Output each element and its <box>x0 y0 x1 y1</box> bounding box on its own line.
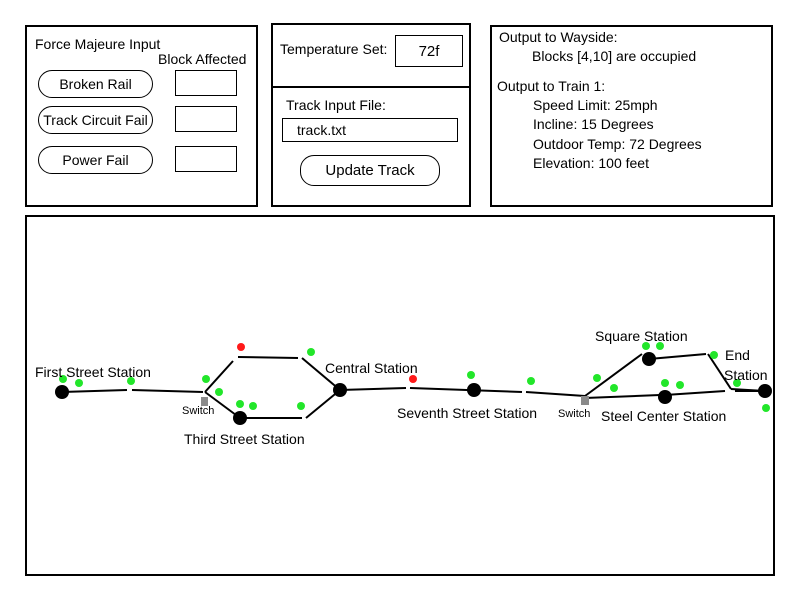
broken-rail-block-input[interactable] <box>175 70 237 96</box>
train-outdoor-temp: Outdoor Temp: 72 Degrees <box>533 136 702 152</box>
track-segment <box>409 387 523 393</box>
switch-label: Switch <box>182 405 214 417</box>
update-track-button[interactable]: Update Track <box>300 155 440 186</box>
signal-green <box>75 379 83 387</box>
track-segment <box>131 389 204 393</box>
track-circuit-fail-button[interactable]: Track Circuit Fail <box>38 106 153 134</box>
station-end[interactable] <box>758 384 772 398</box>
track-segment <box>584 394 661 399</box>
station-label-end-2: Station <box>724 367 768 383</box>
track-segment <box>664 390 726 396</box>
track-segment <box>305 389 341 419</box>
train-elevation: Elevation: 100 feet <box>533 155 649 171</box>
temperature-label: Temperature Set: <box>280 41 388 57</box>
signals <box>59 342 770 412</box>
block-affected-label: Block Affected <box>158 51 247 67</box>
signal-red <box>409 375 417 383</box>
station-label-central: Central Station <box>325 360 418 376</box>
station-central[interactable] <box>333 383 347 397</box>
switch-marker[interactable] <box>201 397 208 406</box>
signal-green <box>249 402 257 410</box>
track-segment <box>204 391 241 419</box>
power-fail-button[interactable]: Power Fail <box>38 146 153 174</box>
signal-green <box>593 374 601 382</box>
track-circuit-fail-block-input[interactable] <box>175 106 237 132</box>
signal-green <box>661 379 669 387</box>
track-segment <box>61 389 128 393</box>
station-seventh-street[interactable] <box>467 383 481 397</box>
track-file-label: Track Input File: <box>286 97 386 113</box>
track-segment <box>584 353 643 397</box>
train-output-title: Output to Train 1: <box>497 78 606 94</box>
signal-green <box>676 381 684 389</box>
settings-divider <box>273 86 469 88</box>
settings-panel: Temperature Set: Track Input File: Updat… <box>271 23 471 207</box>
signal-green <box>710 351 718 359</box>
output-panel: Output to Wayside: Blocks [4,10] are occ… <box>490 25 773 207</box>
track-segment <box>707 353 732 390</box>
track-segment <box>237 356 299 359</box>
switch-label: Switch <box>558 408 590 420</box>
track-segment <box>339 387 407 391</box>
station-square[interactable] <box>642 352 656 366</box>
signal-green <box>59 375 67 383</box>
track-file-input[interactable] <box>282 118 458 142</box>
signal-green <box>202 375 210 383</box>
signal-green <box>236 400 244 408</box>
train-speed-limit: Speed Limit: 25mph <box>533 97 658 113</box>
station-steel-center[interactable] <box>658 390 672 404</box>
track-lines <box>61 353 766 419</box>
stations <box>55 352 772 425</box>
temperature-input[interactable] <box>395 35 463 67</box>
signal-green <box>527 377 535 385</box>
signal-green <box>297 402 305 410</box>
station-label-steel-center: Steel Center Station <box>601 408 726 424</box>
track-segment <box>525 391 586 397</box>
force-majeure-title: Force Majeure Input <box>35 36 161 52</box>
force-majeure-panel: Force Majeure Input Block Affected Broke… <box>25 25 258 207</box>
track-segment <box>648 353 707 360</box>
wayside-output-message: Blocks [4,10] are occupied <box>532 48 697 64</box>
track-segment <box>204 360 234 393</box>
station-label-first-street: First Street Station <box>35 364 151 380</box>
signal-green <box>642 342 650 350</box>
station-label-seventh-street: Seventh Street Station <box>397 405 537 421</box>
signal-red <box>237 343 245 351</box>
signal-green <box>307 348 315 356</box>
station-label-square: Square Station <box>595 328 688 344</box>
broken-rail-button[interactable]: Broken Rail <box>38 70 153 98</box>
wayside-output-title: Output to Wayside: <box>499 29 618 45</box>
signal-green <box>762 404 770 412</box>
station-label-third-street: Third Street Station <box>184 431 305 447</box>
signal-green <box>733 379 741 387</box>
track-map-panel: First Street Station Third Street Statio… <box>25 215 775 576</box>
train-incline: Incline: 15 Degrees <box>533 116 654 132</box>
signal-green <box>467 371 475 379</box>
track-segment <box>301 357 341 391</box>
signal-green <box>656 342 664 350</box>
signal-green <box>610 384 618 392</box>
station-label-end-1: End <box>725 347 750 363</box>
track-map: First Street Station Third Street Statio… <box>35 328 772 447</box>
power-fail-block-input[interactable] <box>175 146 237 172</box>
station-third-street[interactable] <box>233 411 247 425</box>
station-first-street[interactable] <box>55 385 69 399</box>
signal-green <box>127 377 135 385</box>
signal-green <box>215 388 223 396</box>
switch-marker[interactable] <box>581 396 589 405</box>
